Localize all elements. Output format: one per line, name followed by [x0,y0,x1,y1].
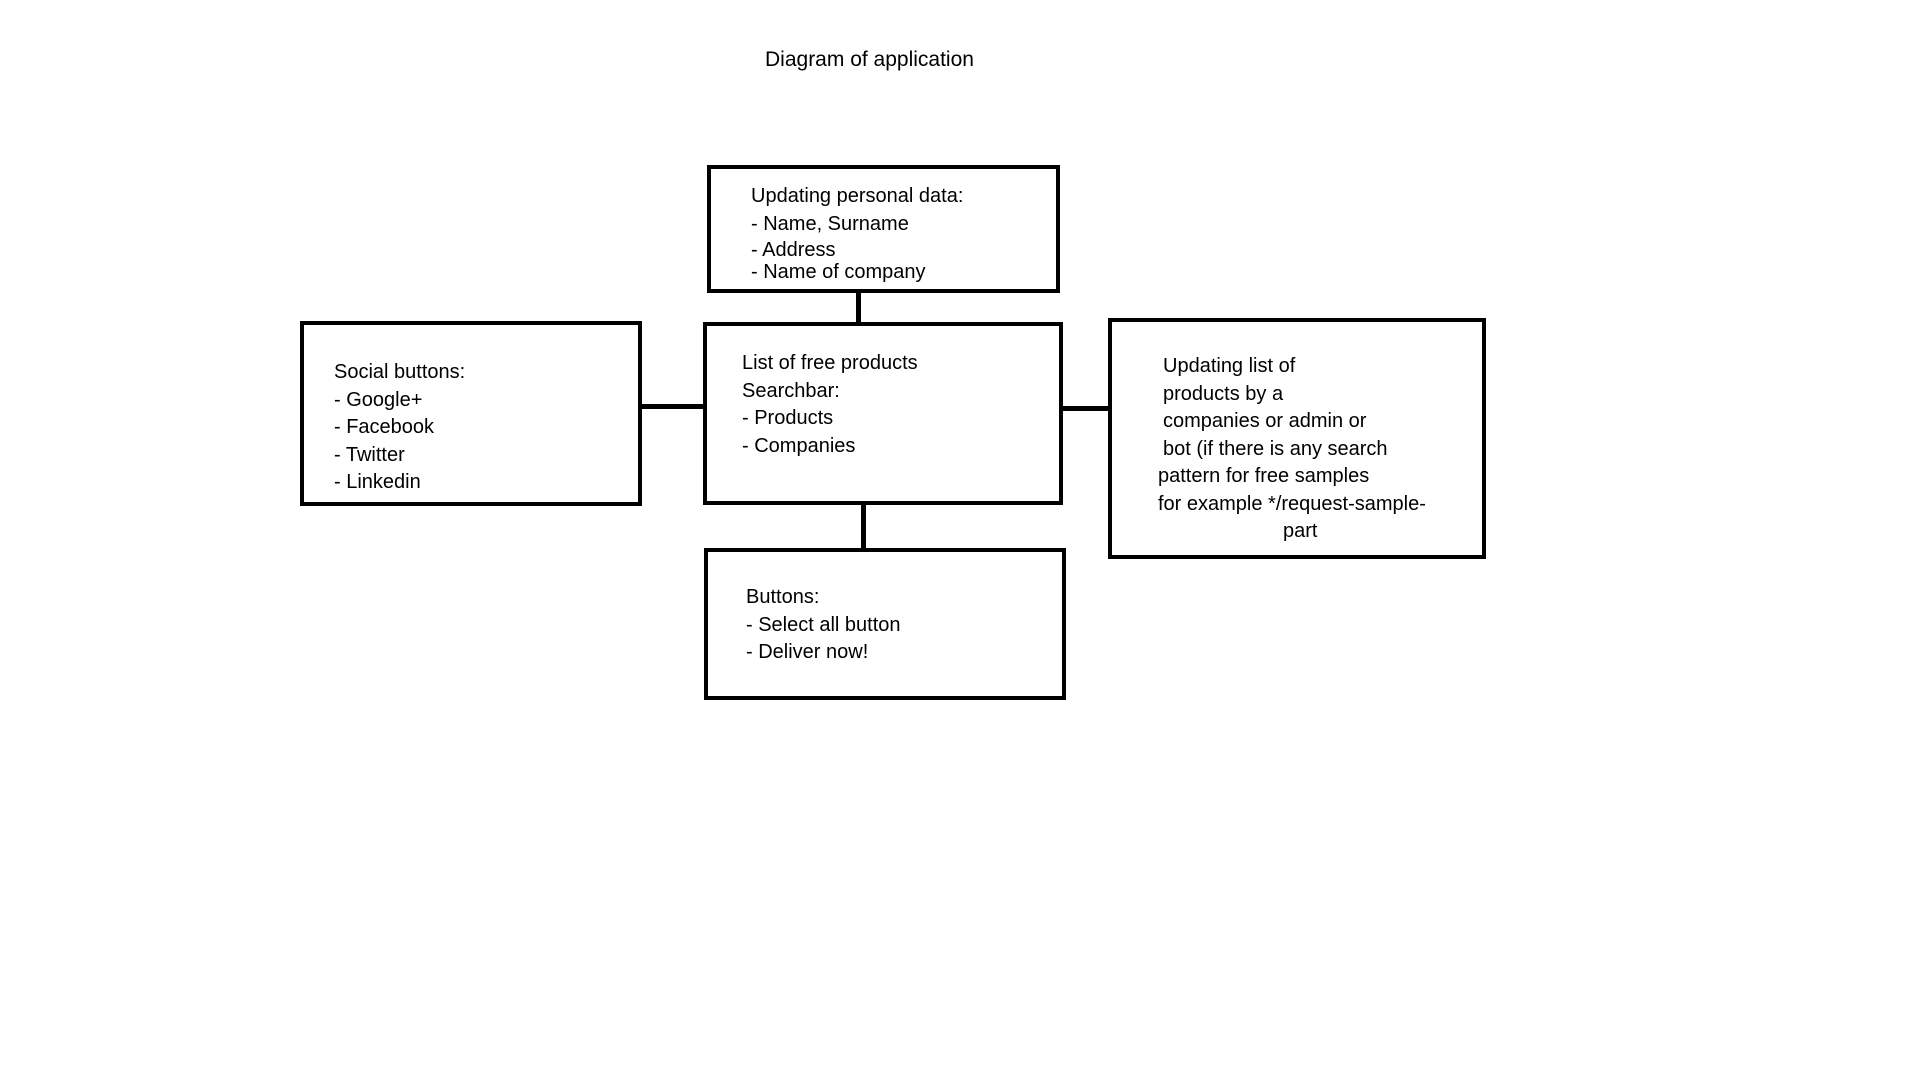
node-line: - Address [751,239,836,261]
node-line: bot (if there is any search [1163,437,1388,460]
node-line: List of free products [742,352,918,374]
node-line: - Name of company [751,261,926,283]
node-line: part [1283,520,1318,542]
node-personal-data: Updating personal data: - Name, Surname … [707,165,1060,293]
diagram-title: Diagram of application [765,48,974,71]
node-social-buttons-text: Social buttons: - Google+ - Facebook - T… [334,359,465,497]
node-line: Updating list of [1163,355,1296,377]
node-personal-data-text: Updating personal data: - Name, Surname … [751,183,963,282]
edge-free-products-to-updating-list [1061,406,1114,411]
node-line: Buttons: [746,586,820,608]
node-line: - Products [742,407,834,429]
node-line: - Google+ [334,388,423,411]
node-buttons: Buttons: - Select all button - Deliver n… [704,548,1066,700]
node-line: - Facebook [334,416,435,438]
node-free-products-text: List of free products Searchbar: - Produ… [742,350,918,460]
edge-free-products-to-buttons [861,503,866,550]
node-line: - Twitter [334,443,405,466]
node-line: companies or admin or [1163,410,1367,432]
node-line: - Name, Surname [751,212,909,235]
edge-free-products-to-personal-data [856,289,861,324]
node-line: - Select all button [746,613,901,636]
node-line: - Companies [742,434,856,457]
node-line: products by a [1163,382,1284,405]
node-line: Updating personal data: [751,185,964,207]
edge-free-products-to-social-buttons [640,404,705,409]
node-line: - Deliver now! [746,641,869,663]
node-line: Searchbar: [742,379,840,402]
node-free-products: List of free products Searchbar: - Produ… [703,322,1063,505]
node-buttons-text: Buttons: - Select all button - Deliver n… [746,584,901,667]
node-line: - Linkedin [334,471,421,493]
node-updating-list: Updating list of products by a companies… [1108,318,1486,559]
node-line: Social buttons: [334,361,466,383]
node-updating-list-text: Updating list of products by a companies… [1158,353,1426,546]
node-line: pattern for free samples [1158,465,1370,487]
node-social-buttons: Social buttons: - Google+ - Facebook - T… [300,321,642,506]
node-line: for example */request-sample- [1158,492,1426,515]
